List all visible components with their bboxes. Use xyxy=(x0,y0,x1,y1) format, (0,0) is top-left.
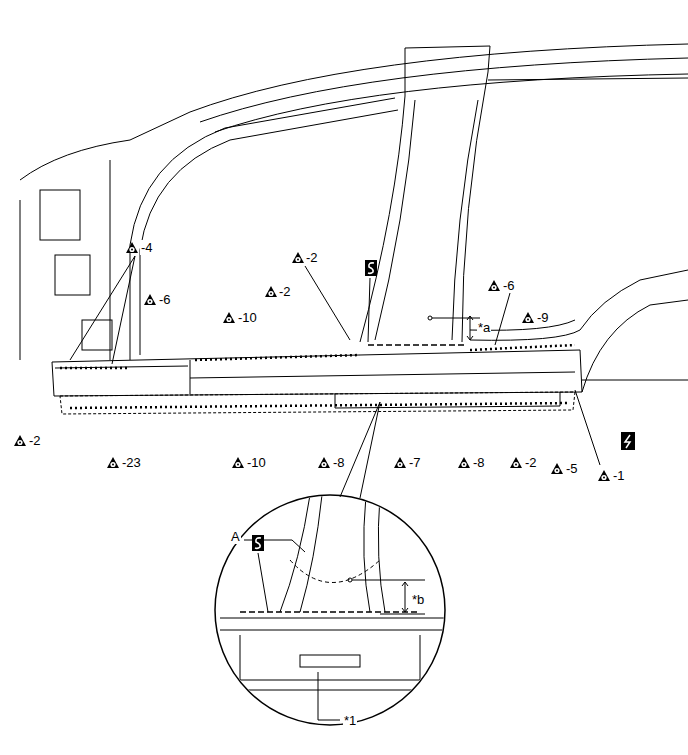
callout-number: -2 xyxy=(524,455,538,470)
reference-label: *1 xyxy=(343,713,357,728)
callout-number: -10 xyxy=(246,455,267,470)
callout-number: -1 xyxy=(612,468,626,483)
callout-number: -9 xyxy=(536,310,550,325)
callout-number: -2 xyxy=(305,250,319,265)
callout-number: -23 xyxy=(121,455,142,470)
callout-number: -10 xyxy=(237,310,258,325)
callout-number: -8 xyxy=(472,455,486,470)
reference-label: *a xyxy=(477,320,491,335)
reference-label: A xyxy=(230,529,241,544)
callout-number: -6 xyxy=(158,292,172,307)
callout-number: -5 xyxy=(565,461,579,476)
callout-number: -2 xyxy=(28,433,42,448)
callout-number: -6 xyxy=(502,278,516,293)
callout-number: -2 xyxy=(278,284,292,299)
callout-number: -8 xyxy=(332,455,346,470)
callout-number: -7 xyxy=(408,455,422,470)
callout-number: -4 xyxy=(140,240,154,255)
reference-label: *b xyxy=(411,592,425,607)
